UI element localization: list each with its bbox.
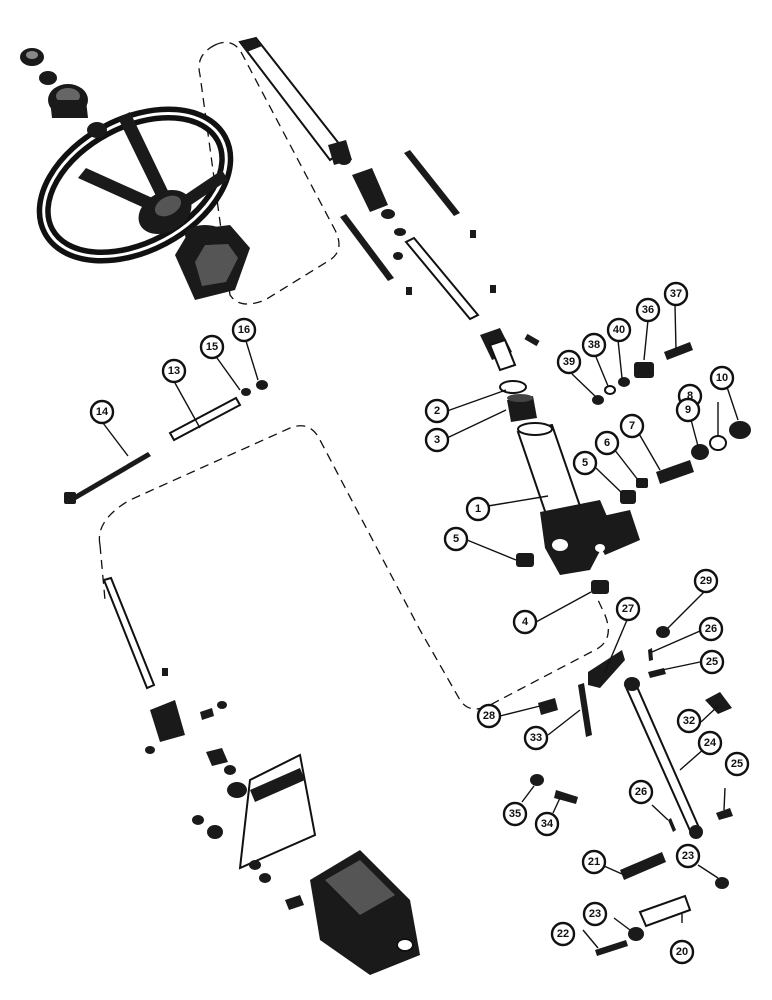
svg-text:39: 39 xyxy=(563,356,575,368)
lower-group-outline-left xyxy=(99,544,106,601)
svg-text:9: 9 xyxy=(685,404,691,416)
callout-4: 4 xyxy=(512,609,538,635)
callout-22: 22 xyxy=(550,921,576,947)
callout-7: 7 xyxy=(619,413,645,439)
upper-u-joint xyxy=(480,328,540,372)
callout-23-right: 23 xyxy=(675,843,701,869)
callout-15: 15 xyxy=(199,334,225,360)
svg-text:32: 32 xyxy=(683,715,695,727)
callout-5-right: 5 xyxy=(572,450,598,476)
callout-1: 1 xyxy=(465,496,491,522)
wheel-cap-stack xyxy=(20,48,107,138)
svg-text:4: 4 xyxy=(522,616,529,628)
callout-35: 35 xyxy=(502,801,528,827)
svg-text:10: 10 xyxy=(716,372,728,384)
callout-32: 32 xyxy=(676,708,702,734)
svg-text:6: 6 xyxy=(604,437,610,449)
svg-text:5: 5 xyxy=(582,457,588,469)
svg-text:29: 29 xyxy=(700,575,712,587)
svg-text:23: 23 xyxy=(589,908,601,920)
svg-text:20: 20 xyxy=(676,946,688,958)
callout-2: 2 xyxy=(424,398,450,424)
svg-text:40: 40 xyxy=(613,324,625,336)
svg-text:23: 23 xyxy=(682,850,694,862)
bushing-lower xyxy=(591,580,609,594)
svg-text:36: 36 xyxy=(642,304,654,316)
bushing-left xyxy=(516,553,534,567)
callout-33: 33 xyxy=(523,725,549,751)
snap-ring xyxy=(499,380,527,394)
callout-10: 10 xyxy=(709,365,735,391)
svg-text:3: 3 xyxy=(434,434,440,446)
callout-24: 24 xyxy=(697,730,723,756)
callout-26-upper: 26 xyxy=(698,616,724,642)
upper-bushing xyxy=(507,394,537,422)
callout-9: 9 xyxy=(675,397,701,423)
lower-shaft xyxy=(102,576,227,754)
callout-3: 3 xyxy=(424,427,450,453)
callout-36: 36 xyxy=(635,297,661,323)
svg-text:28: 28 xyxy=(483,710,495,722)
callout-25-lower: 25 xyxy=(724,751,750,777)
callout-16: 16 xyxy=(231,317,257,343)
svg-text:27: 27 xyxy=(622,603,634,615)
svg-text:5: 5 xyxy=(453,533,459,545)
svg-text:13: 13 xyxy=(168,365,180,377)
svg-text:15: 15 xyxy=(206,341,218,353)
callout-25-upper: 25 xyxy=(699,649,725,675)
callout-26-lower: 26 xyxy=(628,779,654,805)
callout-37: 37 xyxy=(663,281,689,307)
callout-40: 40 xyxy=(606,317,632,343)
callout-34: 34 xyxy=(534,811,560,837)
callout-39: 39 xyxy=(556,349,582,375)
adjuster-parts xyxy=(620,421,751,504)
svg-text:37: 37 xyxy=(670,288,682,300)
svg-text:25: 25 xyxy=(731,758,743,770)
svg-text:2: 2 xyxy=(434,405,440,417)
svg-text:33: 33 xyxy=(530,732,542,744)
steering-group-outline xyxy=(198,41,340,305)
svg-text:25: 25 xyxy=(706,656,718,668)
svg-text:1: 1 xyxy=(475,503,481,515)
svg-text:38: 38 xyxy=(588,339,600,351)
svg-text:24: 24 xyxy=(704,737,717,749)
svg-text:22: 22 xyxy=(557,928,569,940)
svg-text:14: 14 xyxy=(96,406,109,418)
svg-text:21: 21 xyxy=(588,856,600,868)
bracket-hardware xyxy=(592,342,693,405)
steering-wheel xyxy=(36,106,234,264)
callout-21: 21 xyxy=(581,849,607,875)
svg-text:8: 8 xyxy=(687,390,693,402)
callout-29: 29 xyxy=(693,568,719,594)
callout-5-left: 5 xyxy=(443,526,469,552)
svg-text:7: 7 xyxy=(629,420,635,432)
pump-assembly xyxy=(192,748,420,975)
callout-6: 6 xyxy=(594,430,620,456)
callout-20: 20 xyxy=(669,939,695,965)
callout-27: 27 xyxy=(615,596,641,622)
column-boot xyxy=(175,225,250,300)
upper-steering-shaft xyxy=(238,36,406,260)
upper-rods xyxy=(340,150,496,321)
leader-lines xyxy=(102,304,739,949)
svg-text:26: 26 xyxy=(635,786,647,798)
svg-text:34: 34 xyxy=(541,818,554,830)
svg-text:26: 26 xyxy=(705,623,717,635)
lower-linkage xyxy=(530,626,733,956)
callout-14: 14 xyxy=(89,399,115,425)
callout-28: 28 xyxy=(476,703,502,729)
left-shaft-parts xyxy=(64,380,268,504)
svg-text:35: 35 xyxy=(509,808,521,820)
callout-13: 13 xyxy=(161,358,187,384)
svg-text:16: 16 xyxy=(238,324,250,336)
column-tube xyxy=(516,422,640,575)
callout-38: 38 xyxy=(581,332,607,358)
callout-23-lower: 23 xyxy=(582,901,608,927)
